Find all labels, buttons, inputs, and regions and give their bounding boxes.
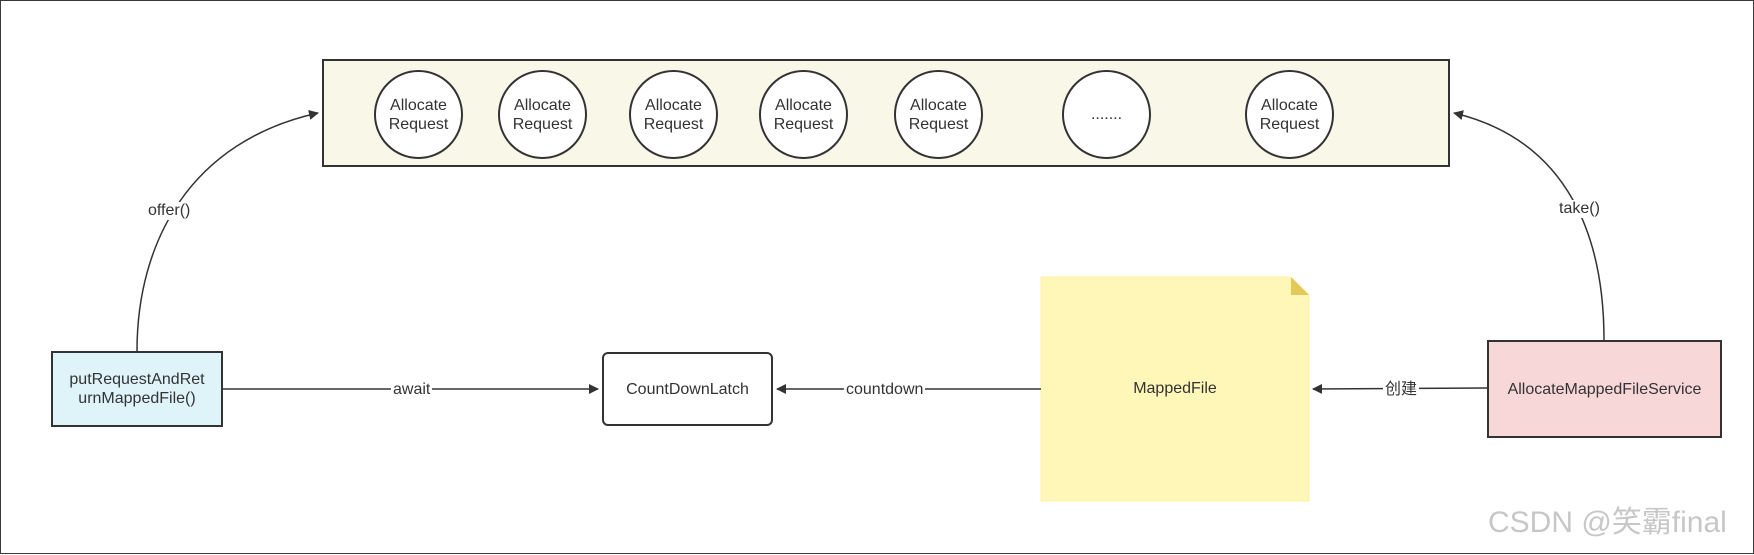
put-request-line1: putRequestAndRet: [69, 371, 205, 388]
take-label: take(): [1557, 200, 1602, 218]
create-label: 创建: [1383, 381, 1420, 399]
countdown-label: countdown: [844, 381, 926, 399]
countdown-latch-label: CountDownLatch: [626, 380, 749, 398]
note-fold: [1291, 277, 1309, 295]
put-request-node: putRequestAndRet urnMappedFile(): [51, 351, 223, 427]
await-label: await: [391, 381, 433, 399]
edge-take: [1453, 110, 1605, 341]
offer-label: offer(): [146, 202, 193, 220]
mapped-file-label: MappedFile: [1133, 380, 1217, 397]
csdn-watermark: CSDN @笑霸final: [1488, 506, 1727, 539]
ellipsis-node: .......: [1062, 70, 1151, 159]
put-request-line2: urnMappedFile(): [78, 390, 196, 407]
edge-offer: [136, 110, 319, 352]
mapped-file-note: [1040, 276, 1310, 502]
allocate-service-node: AllocateMappedFileService: [1487, 340, 1722, 438]
ellipsis-text: .......: [1090, 106, 1123, 123]
allocate-service-label: AllocateMappedFileService: [1507, 380, 1702, 398]
countdown-latch-node: CountDownLatch: [602, 352, 773, 426]
